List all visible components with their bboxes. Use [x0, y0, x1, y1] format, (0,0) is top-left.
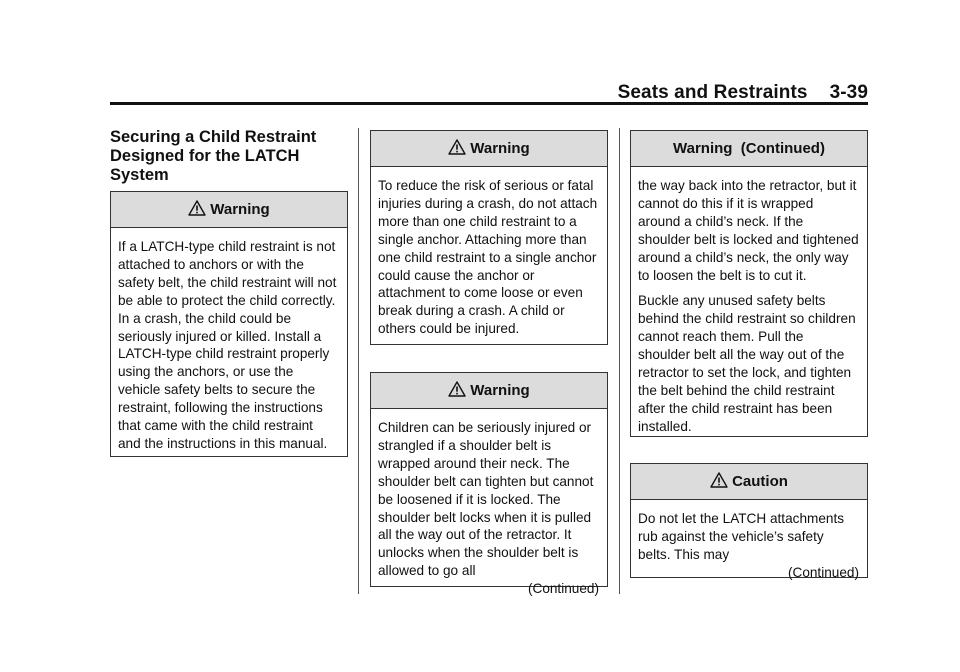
page-number: 3-39: [829, 82, 868, 103]
box-heading: Caution: [631, 464, 867, 500]
header-rule: [110, 102, 868, 105]
box-paragraph: the way back into the retractor, but it …: [638, 178, 859, 283]
header-section-title: Seats and Restraints: [617, 82, 808, 103]
box-body: To reduce the risk of serious or fatal i…: [371, 167, 607, 348]
continued-label: (Continued): [787, 564, 859, 580]
column-divider-2: [619, 128, 620, 594]
continued-label: (Continued): [527, 581, 599, 597]
warning-icon: [188, 200, 206, 216]
warning-continued-box: Warning (Continued) the way back into th…: [630, 130, 868, 437]
box-heading: Warning: [371, 373, 607, 409]
box-body: If a LATCH-type child restraint is not a…: [111, 228, 347, 463]
box-paragraph: Do not let the LATCH attachments rub aga…: [638, 511, 845, 562]
warning-box-shoulder-belt: Warning Children can be seriously injure…: [370, 372, 608, 596]
box-title: Warning (Continued): [673, 140, 825, 157]
box-title: Warning: [470, 140, 530, 157]
box-title: Warning: [470, 382, 530, 399]
box-heading: Warning (Continued): [631, 131, 867, 167]
warning-box-latch-attach: Warning If a LATCH-type child restraint …: [110, 191, 348, 457]
box-heading: Warning: [111, 192, 347, 228]
box-title: Caution: [732, 473, 788, 490]
warning-icon: [710, 472, 728, 488]
box-paragraph: If a LATCH-type child restraint is not a…: [118, 239, 337, 451]
box-title: Warning: [210, 201, 270, 218]
column-divider-1: [358, 128, 359, 594]
section-title: Securing a Child Restraint Designed for …: [110, 128, 317, 184]
running-header: Seats and Restraints 3-39: [618, 82, 868, 104]
caution-box: Caution Do not let the LATCH attachments…: [630, 463, 868, 580]
warning-icon: [448, 139, 466, 155]
box-paragraph: Children can be seriously injured or str…: [378, 420, 594, 579]
box-body: the way back into the retractor, but it …: [631, 167, 867, 446]
warning-box-single-anchor: Warning To reduce the risk of serious or…: [370, 130, 608, 345]
box-heading: Warning: [371, 131, 607, 167]
box-body: Do not let the LATCH attachments rub aga…: [631, 500, 867, 584]
box-paragraph: To reduce the risk of serious or fatal i…: [378, 178, 598, 337]
box-body: Children can be seriously injured or str…: [371, 409, 607, 600]
warning-icon: [448, 381, 466, 397]
box-paragraph: Buckle any unused safety belts behind th…: [638, 293, 856, 434]
